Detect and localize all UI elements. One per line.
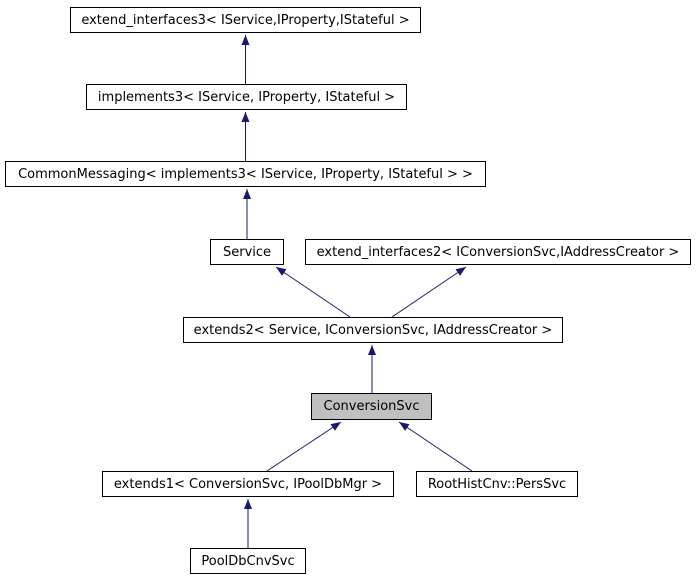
- class-node-conversionsvc-current[interactable]: ConversionSvc: [311, 393, 432, 420]
- edge-extends2-to-extend-interfaces2: [391, 266, 467, 318]
- class-node-implements3[interactable]: implements3< IService, IProperty, IState…: [86, 84, 407, 110]
- edge-extends2-to-service: [275, 266, 351, 318]
- class-node-commonmessaging[interactable]: CommonMessaging< implements3< IService, …: [5, 161, 486, 187]
- class-node-extend-interfaces2[interactable]: extend_interfaces2< IConversionSvc,IAddr…: [305, 239, 691, 265]
- edge-extends1-to-conversionsvc: [266, 421, 342, 472]
- edge-roothistcnv-perssvc-to-conversionsvc: [398, 421, 473, 472]
- class-node-service[interactable]: Service: [210, 239, 284, 265]
- class-node-extends2[interactable]: extends2< Service, IConversionSvc, IAddr…: [183, 317, 563, 343]
- class-node-extends1[interactable]: extends1< ConversionSvc, IPoolDbMgr >: [102, 471, 394, 497]
- class-node-extend-interfaces3[interactable]: extend_interfaces3< IService,IProperty,I…: [70, 7, 421, 33]
- class-node-roothistcnv-perssvc[interactable]: RootHistCnv::PersSvc: [416, 471, 578, 497]
- class-node-pooldbcnvsvc[interactable]: PoolDbCnvSvc: [190, 548, 306, 574]
